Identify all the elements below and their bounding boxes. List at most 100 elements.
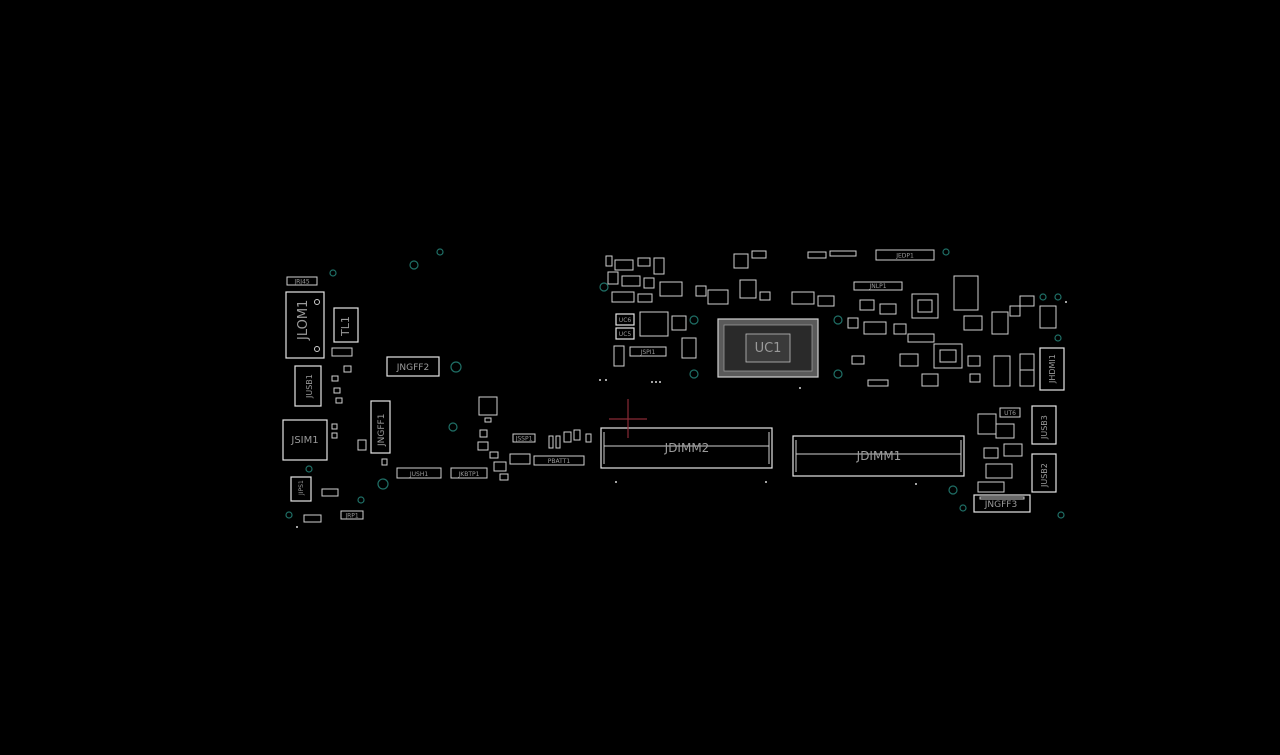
component-uc1-label: UC1 bbox=[755, 341, 782, 356]
component-jsim1-outline[interactable] bbox=[282, 419, 328, 461]
small-part bbox=[807, 251, 827, 259]
component-jusb3-outline[interactable] bbox=[1031, 405, 1057, 445]
small-part bbox=[817, 295, 835, 307]
jlom1-mount-hole-2 bbox=[314, 346, 320, 352]
small-ic-outline[interactable] bbox=[478, 396, 498, 416]
small-ic-outline[interactable] bbox=[977, 413, 997, 435]
small-part bbox=[643, 277, 655, 289]
small-part bbox=[751, 250, 767, 259]
small-connector-outline[interactable] bbox=[303, 514, 322, 523]
small-connector-outline[interactable] bbox=[321, 488, 339, 497]
mounting-hole bbox=[833, 369, 843, 379]
component-jrj45-outline[interactable] bbox=[286, 276, 318, 286]
small-part bbox=[879, 303, 897, 315]
component-jlom1-label: JLOM1 bbox=[296, 300, 311, 341]
mounting-hole bbox=[689, 315, 699, 325]
small-part bbox=[493, 461, 507, 472]
component-jngff2-label: JNGFF2 bbox=[396, 363, 429, 373]
small-part bbox=[867, 379, 889, 387]
jngff3-inner-pin-row bbox=[979, 496, 1025, 500]
uc1-die bbox=[745, 333, 791, 363]
small-part bbox=[985, 463, 1013, 479]
mounting-hole bbox=[1039, 293, 1047, 301]
component-pbatt1-outline[interactable] bbox=[533, 455, 585, 466]
component-jdimm1-outline[interactable] bbox=[792, 435, 965, 477]
small-part bbox=[613, 345, 625, 367]
small-part bbox=[333, 387, 341, 394]
component-jedp1-outline[interactable] bbox=[875, 249, 935, 261]
component-jush1-outline[interactable] bbox=[396, 467, 442, 479]
small-part bbox=[489, 451, 499, 459]
component-jngff1-outline[interactable] bbox=[370, 400, 391, 454]
small-part bbox=[681, 337, 697, 359]
component-jrp1-outline[interactable] bbox=[340, 510, 364, 520]
component-jssp1-outline[interactable] bbox=[512, 433, 536, 443]
component-jusb2-outline[interactable] bbox=[1031, 453, 1057, 493]
component-ut6-outline[interactable] bbox=[999, 407, 1021, 418]
small-part bbox=[893, 323, 907, 335]
component-jdimm2-outline[interactable] bbox=[600, 427, 773, 469]
component-jush1-label: JUSH1 bbox=[409, 471, 428, 478]
component-jngff2-outline[interactable] bbox=[386, 356, 440, 377]
pch-area-cluster: UC6 UC5 JSPI1 bbox=[605, 250, 857, 367]
small-ic-outline[interactable] bbox=[639, 311, 669, 337]
pin-dot bbox=[651, 381, 653, 383]
mounting-hole bbox=[948, 485, 958, 495]
component-jngff3-outline[interactable] bbox=[973, 494, 1031, 513]
small-part bbox=[614, 259, 634, 271]
component-jusb2-label: JUSB2 bbox=[1040, 463, 1049, 488]
small-connector-outline[interactable] bbox=[331, 347, 353, 357]
component-jspi1-label: JSPI1 bbox=[640, 349, 656, 356]
mounting-hole bbox=[305, 465, 313, 473]
component-uc5-outline[interactable] bbox=[615, 327, 635, 340]
small-part bbox=[331, 375, 339, 382]
small-part bbox=[995, 423, 1015, 439]
pin-dot bbox=[296, 526, 298, 528]
component-jdimm1-label: JDIMM1 bbox=[856, 449, 902, 463]
pin-dot bbox=[615, 481, 617, 483]
small-part bbox=[621, 275, 641, 287]
component-jhdmi1-outline[interactable] bbox=[1039, 347, 1065, 391]
component-jkbtp1-outline[interactable] bbox=[450, 467, 488, 479]
component-tl1-outline[interactable] bbox=[333, 307, 359, 343]
component-jnlp1-outline[interactable] bbox=[853, 281, 903, 291]
small-part bbox=[548, 435, 554, 449]
small-part bbox=[733, 253, 749, 269]
component-jlom1-outline[interactable] bbox=[285, 291, 325, 359]
component-pbatt1-label: PBATT1 bbox=[548, 458, 571, 465]
mounting-hole bbox=[448, 422, 458, 432]
small-part bbox=[477, 441, 489, 451]
cpu-uc1-group: UC1 bbox=[717, 318, 819, 378]
small-ic-outline[interactable] bbox=[953, 275, 979, 311]
small-part bbox=[1019, 353, 1035, 371]
component-jips1-outline[interactable] bbox=[290, 476, 312, 502]
small-part bbox=[921, 373, 939, 387]
mounting-hole bbox=[599, 282, 609, 292]
component-jusb1-outline[interactable] bbox=[294, 365, 322, 407]
small-ic-outline[interactable] bbox=[911, 293, 939, 319]
pin-dot bbox=[765, 481, 767, 483]
small-part bbox=[611, 291, 635, 303]
small-ic-outline[interactable] bbox=[933, 343, 963, 369]
component-jedp1-label: JEDP1 bbox=[895, 253, 914, 260]
pin-dot bbox=[1065, 301, 1067, 303]
component-jdimm2-label: JDIMM2 bbox=[664, 441, 710, 455]
small-part bbox=[659, 281, 683, 297]
component-jspi1-outline[interactable] bbox=[629, 346, 667, 357]
small-part bbox=[967, 355, 981, 367]
component-jnlp1-label: JNLP1 bbox=[868, 283, 886, 290]
small-part bbox=[963, 315, 983, 331]
mounting-holes bbox=[285, 248, 1065, 519]
mounting-hole bbox=[1054, 334, 1062, 342]
small-part bbox=[1009, 305, 1021, 317]
small-part bbox=[605, 255, 613, 267]
mounting-hole bbox=[833, 315, 843, 325]
small-part bbox=[509, 453, 531, 465]
small-part bbox=[917, 299, 933, 313]
component-jrp1-label: JRP1 bbox=[344, 513, 359, 520]
component-uc6-outline[interactable] bbox=[615, 313, 635, 326]
pin-dot bbox=[659, 381, 661, 383]
small-part bbox=[637, 293, 653, 303]
